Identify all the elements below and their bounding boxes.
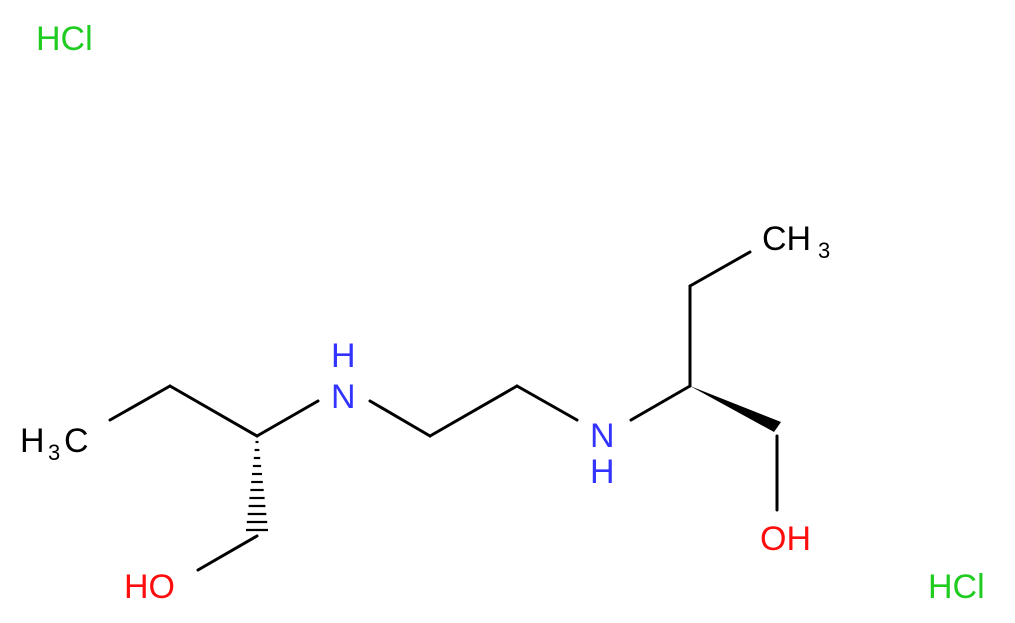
right-methyl-ch: CH bbox=[762, 220, 811, 258]
bond-n-c3-right bbox=[629, 384, 692, 422]
bond-c2-c3-left bbox=[168, 384, 259, 438]
bond-c3-n-left bbox=[255, 399, 320, 438]
bond-c2-c1-right bbox=[688, 250, 752, 288]
solid-wedge-right bbox=[690, 386, 781, 432]
left-hydroxyl: HO bbox=[124, 568, 175, 606]
left-amine-h: H bbox=[331, 337, 356, 375]
bond-ch2-n-b bbox=[515, 384, 579, 422]
bond-ch2-ch2 bbox=[428, 384, 519, 438]
bond-n-ch2-a bbox=[368, 399, 432, 438]
left-amine-n: N bbox=[331, 378, 356, 416]
right-methyl-sub: 3 bbox=[818, 238, 830, 263]
bond-c1-c2-left bbox=[108, 384, 172, 422]
left-methyl-c: C bbox=[64, 422, 89, 460]
hcl-label-top: HCl bbox=[36, 20, 93, 58]
right-amine-h: H bbox=[590, 453, 615, 491]
bond-ch2-o-left bbox=[196, 534, 259, 572]
right-amine-n: N bbox=[590, 417, 615, 455]
left-methyl-h: H bbox=[20, 422, 45, 460]
hashed-wedge-left bbox=[246, 440, 268, 532]
hcl-label-bottom: HCl bbox=[928, 568, 985, 606]
right-hydroxyl: OH bbox=[760, 520, 811, 558]
left-methyl-sub: 3 bbox=[48, 440, 60, 465]
